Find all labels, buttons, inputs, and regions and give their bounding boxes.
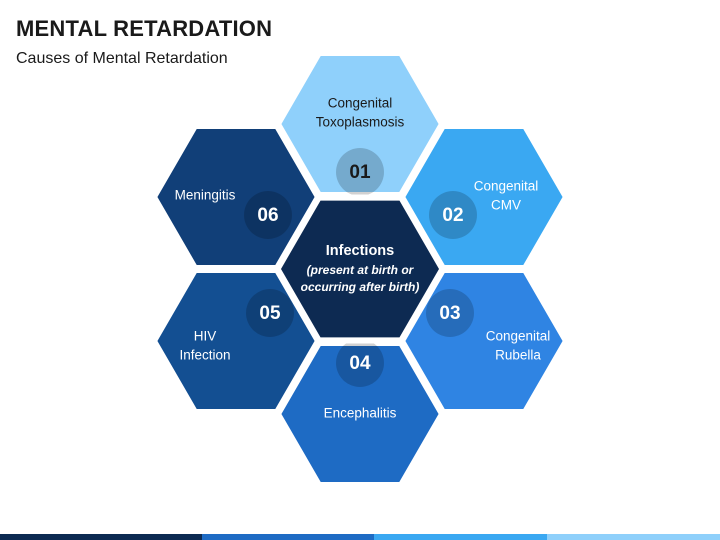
footer-segment-3 (374, 534, 548, 540)
cause-label-line1: Congenital (486, 329, 551, 344)
page-subtitle: Causes of Mental Retardation (16, 50, 228, 67)
cause-label-line1: Congenital (328, 96, 393, 111)
cause-hexagon-06: 06 Meningitis (150, 122, 322, 272)
number-badge (426, 289, 474, 337)
footer-segment-1 (0, 534, 202, 540)
number-badge (244, 191, 292, 239)
cause-label-line1: HIV (194, 329, 217, 344)
cause-label: Meningitis (175, 188, 236, 203)
center-title: Infections (326, 243, 394, 259)
hexagon-fill (157, 273, 315, 409)
footer-bar (0, 534, 720, 540)
number-badge (336, 148, 384, 196)
hexagon-fill (405, 273, 563, 409)
cause-number: 05 (259, 303, 281, 324)
footer-segment-2 (201, 534, 375, 540)
hexagon-fill (157, 129, 315, 265)
cause-number: 03 (439, 303, 460, 324)
page-title: MENTAL RETARDATION (16, 16, 273, 41)
cause-label-line2: Infection (179, 348, 230, 363)
hexagon-fill (281, 56, 439, 192)
cause-label-line2: Toxoplasmosis (316, 115, 405, 130)
number-badge (336, 339, 384, 387)
center-hexagon-fill (281, 200, 439, 338)
cause-number: 06 (257, 205, 278, 226)
cause-label: Encephalitis (324, 406, 397, 421)
hexagon-fill (405, 129, 563, 265)
number-badge (246, 289, 294, 337)
center-subtitle-line2: occurring after birth) (301, 280, 420, 294)
cause-number: 04 (349, 353, 371, 374)
center-hexagon: Infections (present at birth or occurring … (274, 194, 446, 344)
footer-segment-4 (547, 534, 720, 540)
cause-label-line1: Congenital (474, 179, 539, 194)
cause-number: 01 (349, 162, 371, 183)
number-badge (429, 191, 477, 239)
cause-label-line2: CMV (491, 198, 521, 213)
center-subtitle-line1: (present at birth or (307, 263, 415, 277)
hexagon-fill (281, 346, 439, 482)
cause-label-line2: Rubella (495, 348, 541, 363)
cause-number: 02 (442, 205, 463, 226)
